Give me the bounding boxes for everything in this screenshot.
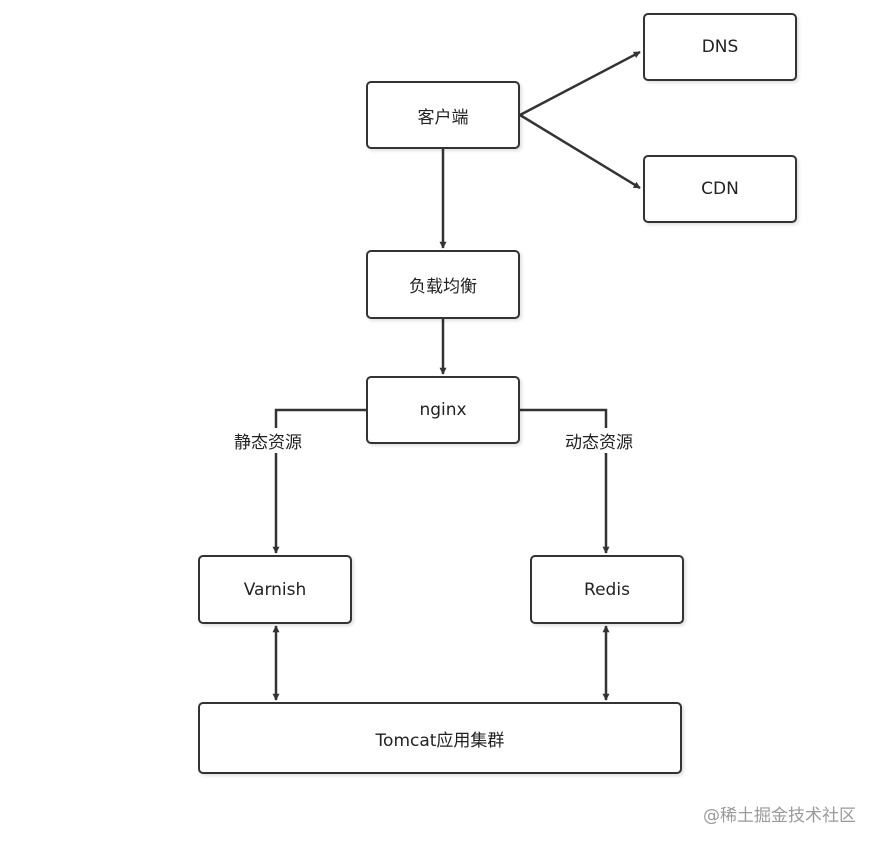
static-resources-label: 静态资源 <box>232 428 304 453</box>
nginx-node: nginx <box>366 376 520 444</box>
edge-nginx-varnish <box>272 408 366 554</box>
dynamic-resources-label: 动态资源 <box>563 428 635 453</box>
edge-client-cdn <box>519 113 641 190</box>
load-balancer-node: 负载均衡 <box>366 250 520 319</box>
tomcat-cluster-node: Tomcat应用集群 <box>198 702 682 774</box>
varnish-node: Varnish <box>198 555 352 624</box>
dns-node: DNS <box>643 13 797 81</box>
redis-node: Redis <box>530 555 684 624</box>
watermark: @稀土掘金技术社区 <box>703 806 856 826</box>
cdn-node: CDN <box>643 155 797 223</box>
client-node: 客户端 <box>366 81 520 149</box>
edge-client-dns <box>519 50 641 117</box>
edge-nginx-redis <box>520 408 610 554</box>
